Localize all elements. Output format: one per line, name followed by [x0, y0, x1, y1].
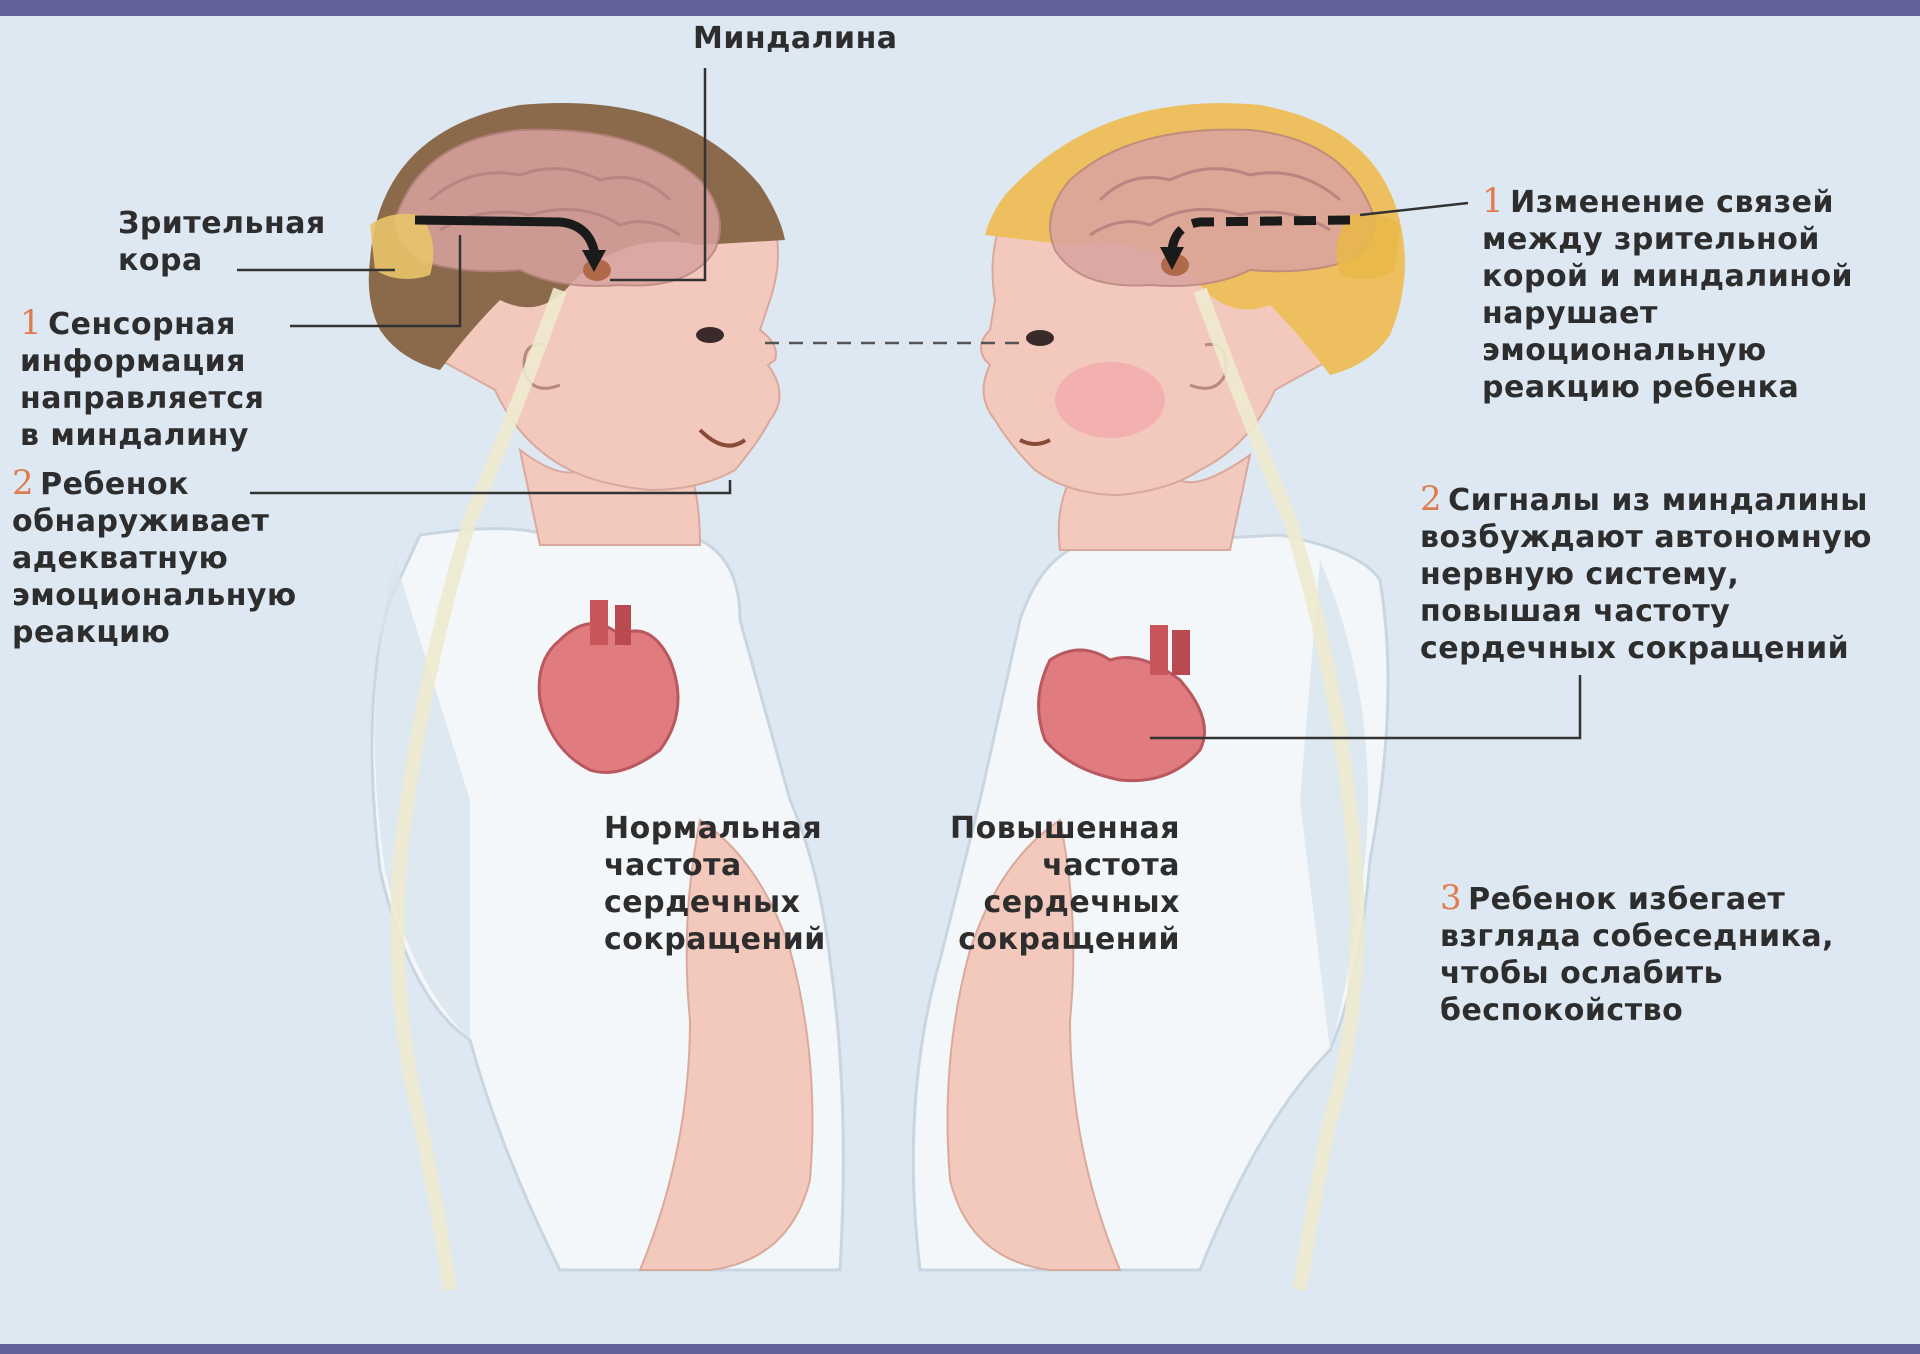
left-2-number: 2	[12, 463, 34, 503]
right-2-number: 2	[1420, 479, 1442, 519]
normal-hr-line-3: сердечных	[604, 884, 826, 921]
right-1-line-3: корой и миндалиной	[1482, 258, 1853, 295]
left-1-line-4: в миндалину	[20, 417, 264, 454]
right-1-line-4: нарушает	[1482, 295, 1853, 332]
right-1-line-2: между зрительной	[1482, 221, 1853, 258]
label-amygdala: Миндалина	[693, 20, 898, 57]
right-child-eye	[1026, 330, 1054, 346]
right-2-line-5: сердечных сокращений	[1420, 630, 1872, 667]
right-1-number: 1	[1482, 181, 1504, 221]
right-3-line-4: беспокойство	[1440, 992, 1834, 1029]
left-2-line-4: эмоциональную	[12, 577, 297, 614]
elevated-hr-line-1: Повышенная	[920, 810, 1180, 847]
right-1-line-1: Изменение связей	[1510, 185, 1834, 220]
elevated-hr-line-4: сокращений	[920, 921, 1180, 958]
left-2-line-1: Ребенок	[40, 467, 189, 502]
right-1-line-6: реакцию ребенка	[1482, 369, 1853, 406]
left-1-number: 1	[20, 303, 42, 343]
left-child-figure	[369, 103, 844, 1290]
left-2-line-5: реакцию	[12, 614, 297, 651]
label-visual-cortex-line-2: кора	[118, 242, 326, 279]
normal-hr-line-1: Нормальная	[604, 810, 826, 847]
elevated-hr-line-2: частота	[920, 847, 1180, 884]
normal-hr-line-2: частота	[604, 847, 826, 884]
label-elevated-heart-rate: Повышенная частота сердечных сокращений	[920, 810, 1180, 958]
normal-hr-line-4: сокращений	[604, 921, 826, 958]
left-2-line-3: адекватную	[12, 540, 297, 577]
right-3-line-1: Ребенок избегает	[1468, 882, 1785, 917]
right-3-number: 3	[1440, 878, 1462, 918]
label-visual-cortex: Зрительная кора	[118, 205, 326, 279]
label-amygdala-text: Миндалина	[693, 21, 898, 56]
right-2-line-3: нервную систему,	[1420, 556, 1872, 593]
right-child-figure	[913, 103, 1405, 1290]
left-child-eye	[696, 327, 724, 343]
left-1-line-2: информация	[20, 343, 264, 380]
label-normal-heart-rate: Нормальная частота сердечных сокращений	[604, 810, 826, 958]
right-2-line-2: возбуждают автономную	[1420, 519, 1872, 556]
right-2-line-1: Сигналы из миндалины	[1448, 483, 1868, 518]
left-1-line-1: Сенсорная	[48, 307, 236, 342]
right-3-line-3: чтобы ослабить	[1440, 955, 1834, 992]
elevated-hr-line-3: сердечных	[920, 884, 1180, 921]
right-3-line-2: взгляда собеседника,	[1440, 918, 1834, 955]
label-visual-cortex-line-1: Зрительная	[118, 205, 326, 242]
left-1-line-3: направляется	[20, 380, 264, 417]
right-2-line-4: повышая частоту	[1420, 593, 1872, 630]
right-1-line-5: эмоциональную	[1482, 332, 1853, 369]
left-2-line-2: обнаруживает	[12, 503, 297, 540]
